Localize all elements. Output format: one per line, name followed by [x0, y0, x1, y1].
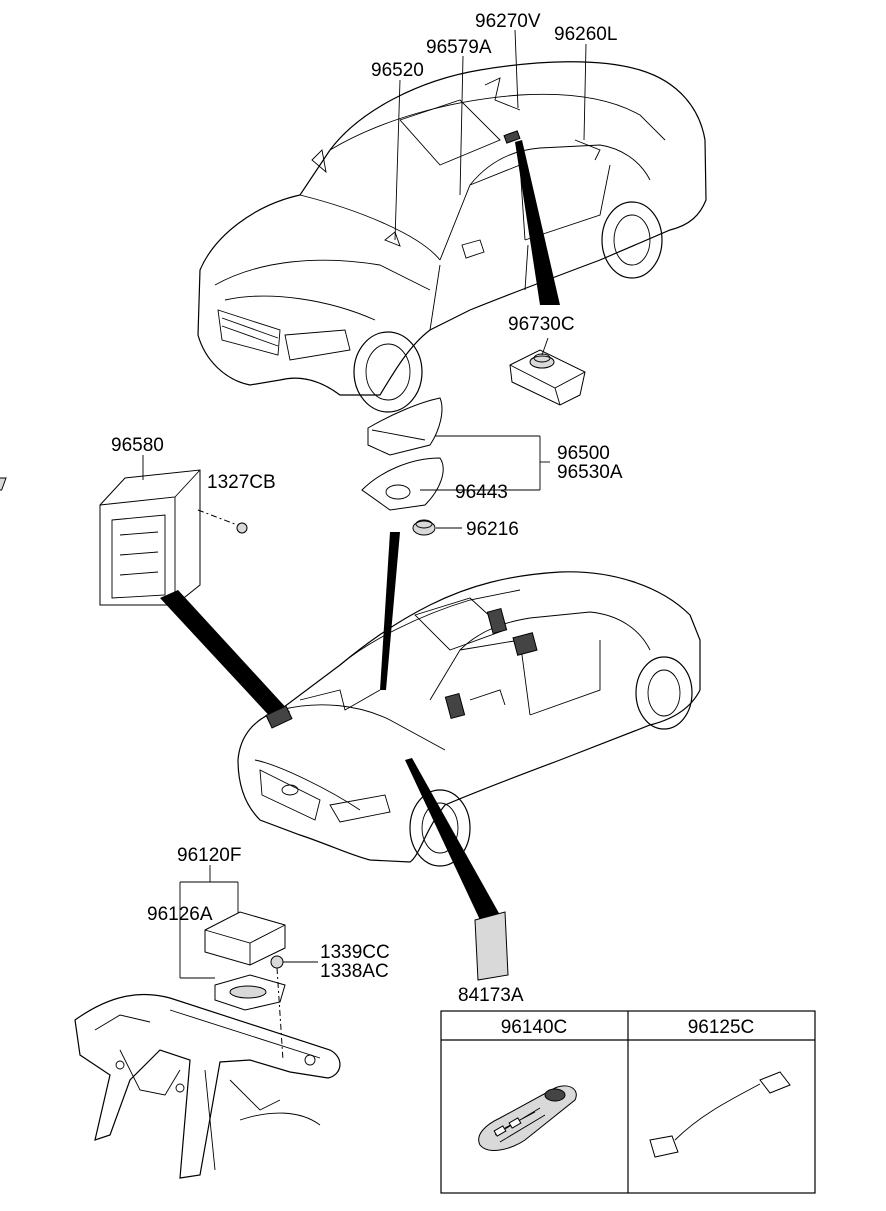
remote-96140C-illustration	[478, 1085, 577, 1151]
controller-96730C-illustration	[509, 337, 586, 406]
label-96120F: 96120F	[177, 845, 241, 866]
label-96530A: 96530A	[557, 462, 623, 483]
label-96500: 96500	[557, 443, 610, 464]
label-1338AC: 1338AC	[320, 961, 389, 982]
table-header-96140C: 96140C	[501, 1017, 568, 1038]
label-96260L: 96260L	[554, 24, 617, 45]
label-96579A: 96579A	[426, 37, 492, 58]
table-header-96125C: 96125C	[688, 1017, 755, 1038]
dash-frame-illustration	[74, 993, 341, 1179]
label-96270V: 96270V	[475, 11, 541, 32]
cable-96125C-illustration	[649, 1071, 791, 1158]
label-1327CB: 1327CB	[207, 472, 276, 493]
label-96730C: 96730C	[508, 314, 575, 335]
amplifier-96580-illustration	[0, 455, 290, 722]
middle-car-illustration	[237, 571, 701, 920]
label-1339CC: 1339CC	[320, 942, 390, 963]
pad-84173A-illustration	[474, 911, 509, 981]
label-84173A: 84173A	[458, 985, 524, 1006]
top-car-illustration	[197, 61, 707, 413]
antenna-illustration	[361, 397, 550, 690]
label-96520: 96520	[371, 60, 424, 81]
label-96216: 96216	[466, 519, 519, 540]
label-96580: 96580	[111, 435, 164, 456]
label-96443: 96443	[455, 482, 508, 503]
parts-table: 96140C 96125C	[440, 1010, 816, 1194]
module-96120F-illustration	[179, 865, 318, 1061]
label-96126A: 96126A	[147, 904, 213, 925]
